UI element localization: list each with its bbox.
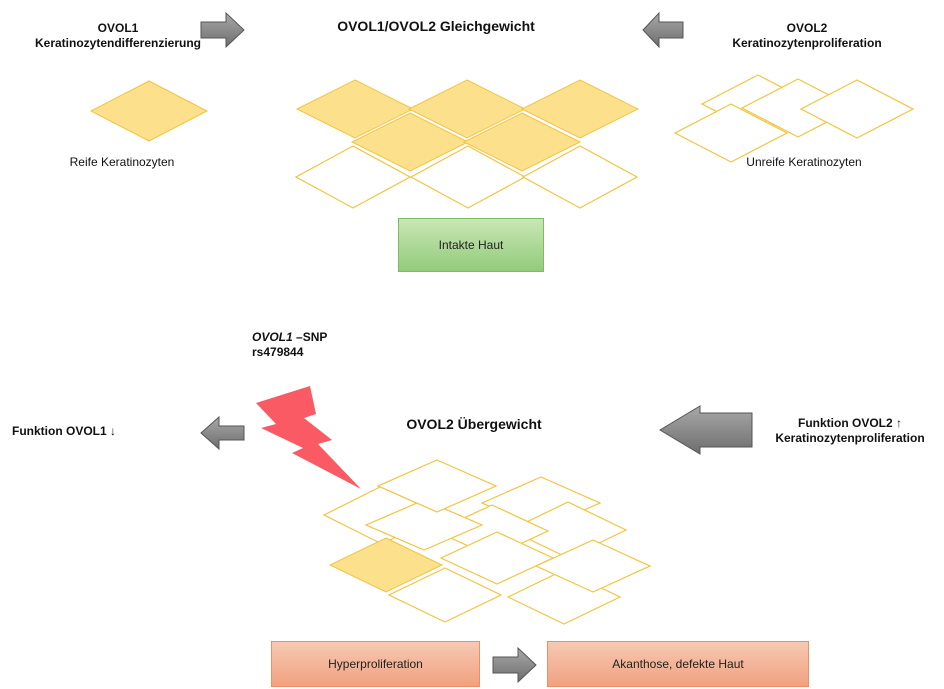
arrow-left-bottom-right bbox=[659, 405, 753, 455]
arrow-right-top-left bbox=[200, 11, 245, 49]
top-right-gene-label: OVOL2 Keratinozytenproliferation bbox=[732, 21, 881, 51]
diamond-mature bbox=[89, 80, 209, 142]
top-left-gene-label: OVOL1 Keratinozytendifferenzierung bbox=[35, 21, 201, 51]
diamond-empty bbox=[387, 567, 503, 623]
function-line: Funktion OVOL2 ↑ bbox=[797, 416, 902, 430]
function-name: Keratinozytendifferenzierung bbox=[34, 36, 202, 50]
arrow-left-bottom-left bbox=[200, 415, 245, 451]
snp-line: OVOL1 –SNP bbox=[252, 330, 327, 345]
diamond-empty bbox=[439, 531, 555, 585]
arrow-left-top-right bbox=[642, 11, 684, 49]
overweight-cluster bbox=[322, 459, 652, 625]
function-ovol1-label: Funktion OVOL1 ↓ bbox=[12, 424, 116, 438]
diamond-filled bbox=[407, 79, 527, 139]
lightning-bolt-icon bbox=[256, 386, 361, 489]
diamond-empty bbox=[364, 499, 484, 551]
snp-label: OVOL1 –SNP rs479844 bbox=[252, 330, 327, 360]
function-ovol2-label: Funktion OVOL2 ↑ Keratinozytenproliferat… bbox=[775, 416, 924, 446]
diamond-empty bbox=[294, 145, 412, 209]
diamond-empty bbox=[534, 539, 652, 593]
gene-name: OVOL2 bbox=[786, 21, 828, 35]
top-title: OVOL1/OVOL2 Gleichgewicht bbox=[337, 18, 535, 34]
snp-id: rs479844 bbox=[252, 345, 304, 359]
diamond-filled bbox=[350, 112, 470, 172]
balance-cluster bbox=[294, 79, 640, 209]
diamond-empty bbox=[409, 145, 527, 209]
gene-name: OVOL1 bbox=[97, 21, 139, 35]
acanthosis-box: Akanthose, defekte Haut bbox=[547, 641, 809, 687]
function-name: Keratinozytenproliferation bbox=[775, 431, 925, 445]
diamond-empty bbox=[521, 145, 639, 209]
snp-gene-name: OVOL1 bbox=[252, 330, 293, 344]
function-name: Keratinozytenproliferation bbox=[732, 36, 882, 50]
mature-keratinocytes-label: Reife Keratinozyten bbox=[69, 155, 175, 169]
diamond-filled bbox=[520, 79, 640, 139]
diamond-filled bbox=[295, 79, 415, 139]
intact-skin-box: Intakte Haut bbox=[398, 218, 544, 272]
diamond-empty bbox=[799, 79, 915, 139]
diamond-empty bbox=[376, 459, 498, 513]
diamond-empty bbox=[673, 103, 789, 163]
arrow-right-bottom-boxes bbox=[492, 646, 537, 684]
snp-suffix: –SNP bbox=[292, 330, 328, 344]
immature-cluster bbox=[673, 74, 915, 163]
diamond-filled bbox=[328, 537, 444, 593]
bottom-title: OVOL2 Übergewicht bbox=[406, 416, 542, 432]
immature-keratinocytes-label: Unreife Keratinozyten bbox=[746, 155, 862, 169]
diamond-filled bbox=[462, 112, 582, 172]
hyperproliferation-box: Hyperproliferation bbox=[271, 641, 480, 687]
